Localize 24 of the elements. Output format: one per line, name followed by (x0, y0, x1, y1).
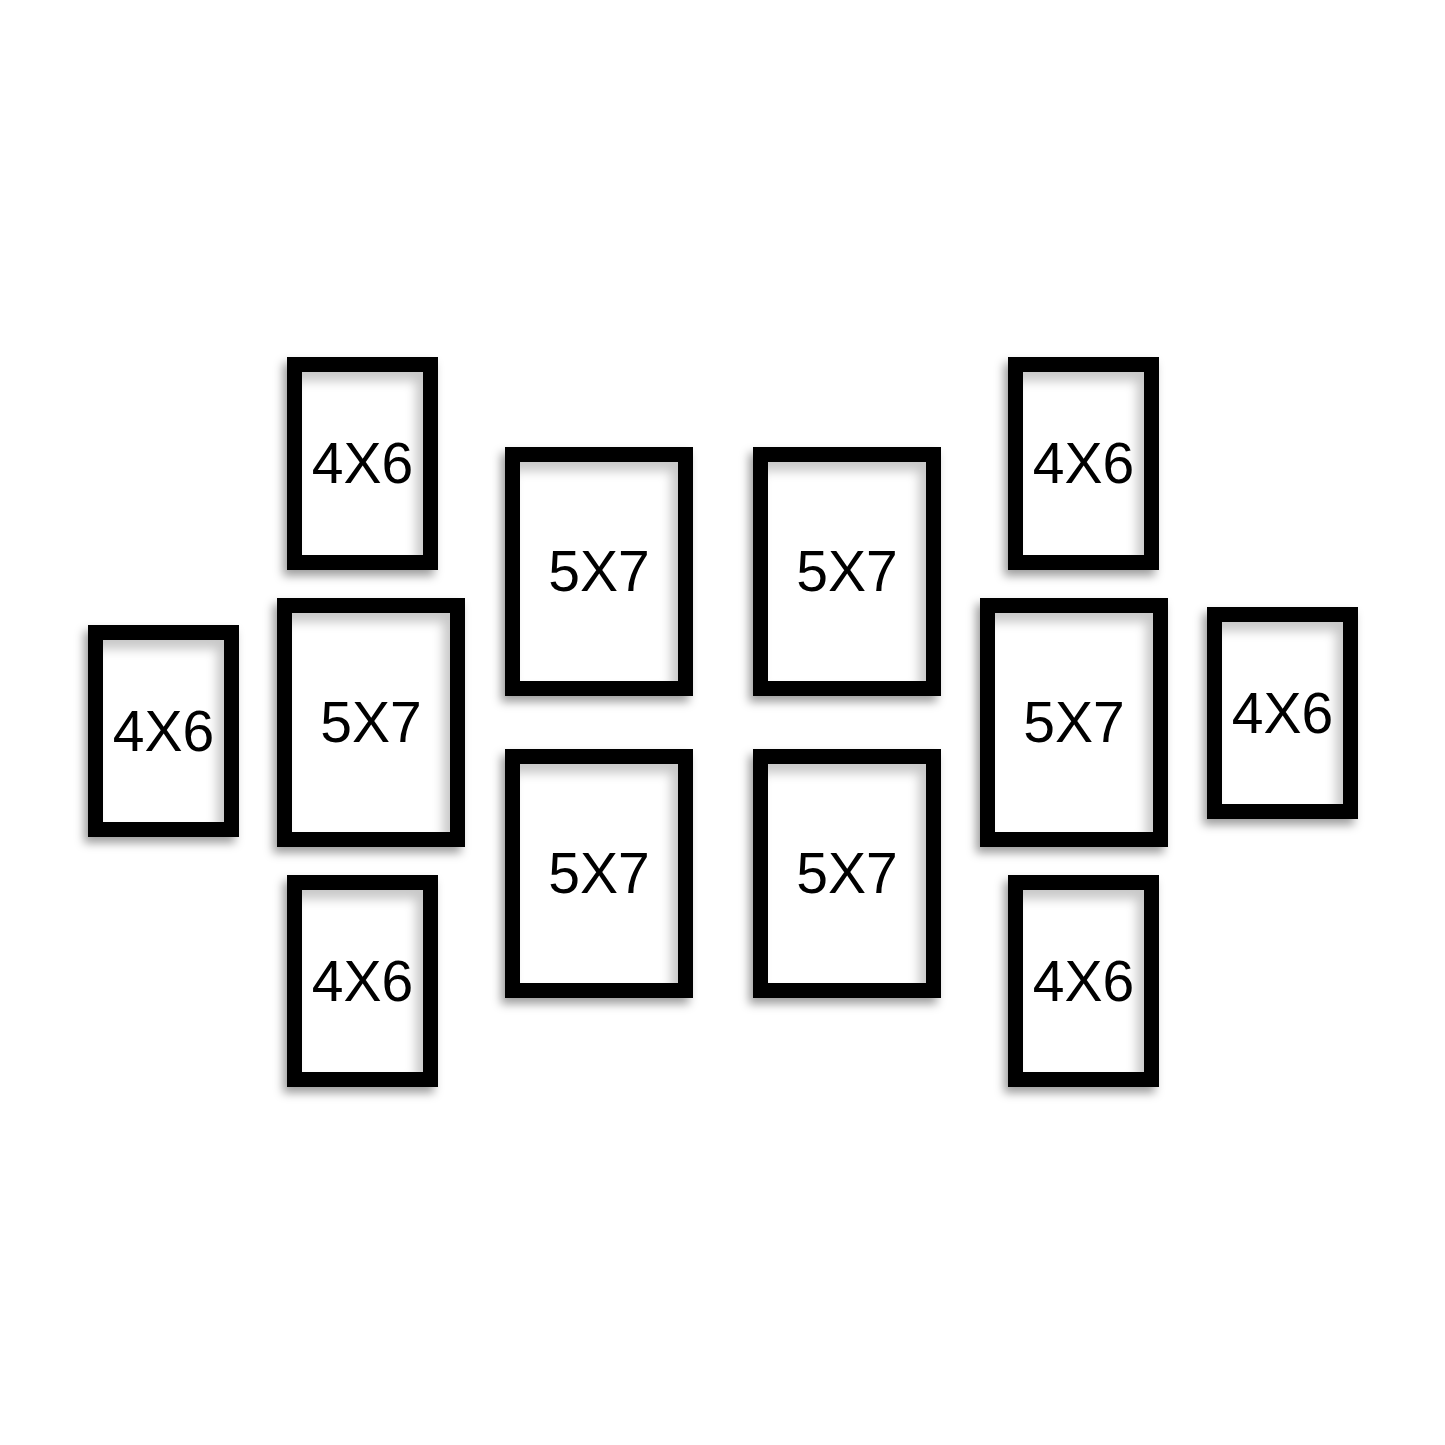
size-label: 5X7 (548, 845, 650, 902)
picture-frame (505, 749, 693, 998)
picture-frame (88, 625, 239, 837)
size-label: 4X6 (311, 952, 414, 1010)
size-label: 5X7 (796, 845, 898, 902)
picture-frame (1008, 875, 1159, 1087)
picture-frame (505, 447, 693, 696)
size-label: 5X7 (1023, 694, 1125, 751)
picture-frame (287, 357, 438, 570)
size-label: 5X7 (796, 543, 898, 600)
size-label: 4X6 (311, 435, 414, 492)
size-label: 4X6 (112, 702, 215, 760)
picture-frame (753, 447, 941, 696)
picture-frame (277, 598, 465, 847)
picture-frame (753, 749, 941, 998)
size-label: 5X7 (548, 543, 650, 600)
size-label: 4X6 (1032, 435, 1135, 492)
size-label: 5X7 (320, 694, 422, 751)
size-label: 4X6 (1032, 952, 1135, 1010)
picture-frame (1207, 607, 1358, 819)
picture-frame (980, 598, 1168, 847)
picture-frame (1008, 357, 1159, 570)
picture-frame (287, 875, 438, 1087)
size-label: 4X6 (1231, 684, 1334, 742)
